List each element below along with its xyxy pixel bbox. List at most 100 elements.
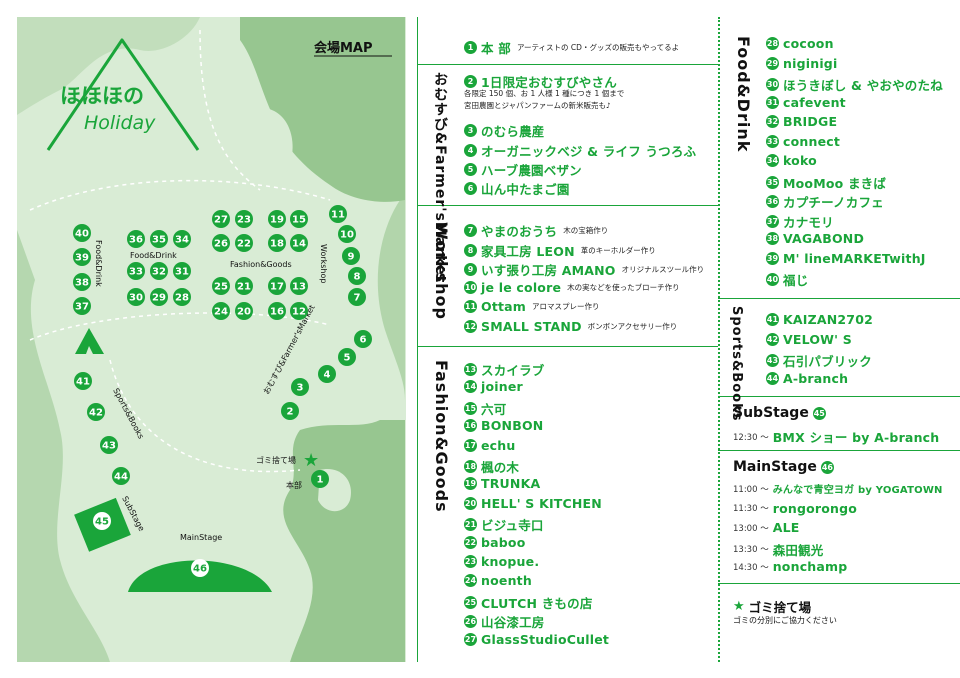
map-marker-label: 34: [175, 235, 189, 246]
schedule-row: 13:30 ～森田観光: [733, 540, 824, 559]
marker-number: 10: [464, 280, 477, 294]
map-marker-12: 12: [290, 302, 308, 320]
map-marker-label: 16: [270, 307, 284, 318]
marker-number: 33: [766, 134, 779, 148]
map-marker-29: 29: [150, 288, 168, 306]
map-marker-label: 7: [354, 293, 361, 304]
marker-number: 22: [464, 535, 477, 549]
marker-number: 9: [464, 263, 477, 276]
map-marker-21: 21: [235, 277, 253, 295]
exhibitor-name: 福じ: [783, 273, 809, 288]
exhibitor-name: やまのおうち: [481, 224, 558, 239]
substage-title: SubStage: [733, 405, 809, 421]
marker-number: 25: [464, 595, 477, 609]
map-marker-4: 4: [318, 365, 336, 383]
map-marker-34: 34: [173, 230, 191, 248]
map-marker-label: 12: [292, 307, 306, 318]
map-marker-43: 43: [100, 436, 118, 454]
exhibitor-name: noenth: [481, 573, 532, 589]
map-marker-label: 3: [297, 383, 304, 394]
map-marker-label: 14: [292, 239, 306, 250]
marker-number: 27: [464, 632, 477, 646]
map-marker-label: 15: [292, 215, 306, 226]
directory-row: 24 noenth: [464, 573, 532, 588]
marker-number: 39: [766, 251, 779, 265]
marker-number: 45: [812, 406, 826, 420]
marker-number: 20: [464, 496, 477, 510]
marker-number: 3: [464, 124, 477, 137]
map-marker-41: 41: [74, 372, 92, 390]
marker-number: 1: [464, 41, 477, 54]
exhibitor-name: ハーブ農園ベザン: [481, 163, 582, 178]
map-marker-label: 39: [75, 253, 89, 264]
map-marker-label: 43: [102, 441, 116, 452]
map-marker-18: 18: [268, 234, 286, 252]
exhibitor-name: 山ん中たまご園: [481, 182, 570, 197]
map-marker-13: 13: [290, 277, 308, 295]
marker-number: 36: [766, 195, 779, 208]
exhibitor-name: TRUNKA: [481, 476, 541, 492]
exhibitor-name: ほうきぼし & やおやのたね: [783, 78, 943, 93]
trash-header: ★ ゴミ捨て場: [733, 597, 811, 616]
schedule-time: 11:30 ～: [733, 504, 769, 514]
exhibitor-note: 革のキーホルダー作り: [580, 245, 656, 255]
map-marker-label: 22: [237, 239, 251, 250]
marker-number: 43: [766, 354, 779, 367]
schedule-row: 13:00 ～ALE: [733, 520, 799, 535]
map-marker-label: 28: [175, 293, 189, 304]
schedule-time: 14:30 ～: [733, 562, 769, 573]
marker-number: 35: [766, 175, 779, 189]
schedule-act: ALE: [772, 520, 800, 535]
map-marker-1: 1: [311, 470, 329, 488]
map-marker-33: 33: [127, 262, 145, 280]
marker-number: 41: [766, 313, 779, 326]
exhibitor-name: A-branch: [783, 370, 849, 386]
exhibitor-name: joiner: [481, 379, 523, 395]
section-title-omusubi: おむすび&Farmer'sMarket: [432, 72, 448, 284]
marker-number: 4: [464, 144, 477, 157]
schedule-act: BMX ショー by A-branch: [772, 430, 940, 445]
map-marker-label: 8: [354, 272, 361, 283]
map-marker-label: 45: [95, 517, 109, 528]
exhibitor-name: knopue.: [481, 554, 540, 569]
exhibitor-name: SMALL STAND: [481, 318, 582, 334]
marker-number: 46: [820, 460, 834, 474]
map-marker-10: 10: [338, 225, 356, 243]
map-marker-45: 45: [93, 512, 111, 530]
exhibitor-name: 家具工房 LEON: [481, 243, 575, 259]
map-marker-7: 7: [348, 288, 366, 306]
marker-number: 7: [464, 224, 477, 237]
map-marker-label: 26: [214, 239, 228, 250]
headquarters-note: アーティストの CD・グッズの販売もやってるよ: [516, 43, 680, 52]
map-marker-26: 26: [212, 234, 230, 252]
marker-number: 18: [464, 460, 477, 473]
map-marker-11: 11: [329, 205, 347, 223]
exhibitor-name: カプチーノカフェ: [783, 195, 884, 210]
zone-label-workshop: Workshop: [319, 244, 328, 283]
map-marker-16: 16: [268, 302, 286, 320]
exhibitor-name: koko: [783, 153, 817, 168]
exhibitor-name: connect: [783, 133, 841, 149]
marker-number: 24: [464, 574, 477, 588]
map-marker-40: 40: [73, 224, 91, 242]
exhibitor-name: HELL' S KITCHEN: [481, 495, 602, 511]
marker-number: 29: [766, 56, 779, 70]
zone-label-honbu: 本部: [286, 480, 302, 490]
